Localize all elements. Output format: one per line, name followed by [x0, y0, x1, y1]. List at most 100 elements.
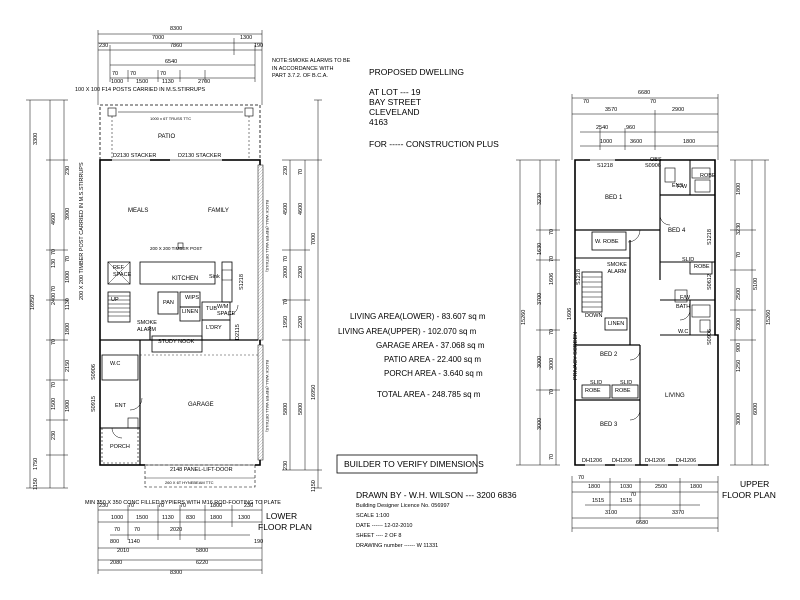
dim-upper-left-1: 1630 [537, 242, 543, 255]
upper-room-bed2: BED 2 [600, 352, 618, 358]
upper-opening-0: S1218 [597, 163, 613, 169]
dim-upper-right-4: 2500 [736, 287, 742, 300]
dim-lower-top-10: 1000 [111, 79, 124, 85]
dim-lower-left-13: 1150 [33, 478, 39, 490]
upper-left-dimensions [516, 159, 560, 466]
upper-room-bed4: BED 4 [668, 228, 686, 234]
dim-lower-right-3: 2000 [283, 265, 289, 278]
upper-opening-10: OBS [650, 157, 662, 163]
dim-lower-bottom-4: 1800 [210, 503, 223, 509]
lower-stair [107, 291, 131, 323]
dim-lower-top-13: 2700 [198, 79, 211, 85]
dim-lower-top-6: 6540 [165, 59, 178, 65]
area-porch: PORCH AREA - 3.640 sq m [384, 369, 483, 378]
dim-upper-right-10: 15260 [766, 309, 772, 325]
dim-lower-bottom-11: 1300 [238, 515, 251, 521]
sheet: SHEET ---- 2 OF 8 [356, 533, 402, 539]
opening-d2130-left: D2130 STACKER [113, 153, 157, 159]
dim-lower-right-15: 16950 [311, 384, 317, 400]
room-porch: PORCH [110, 444, 130, 450]
dim-lower-bottom-15: 800 [110, 539, 120, 545]
dim-upper-top-9: 1800 [683, 139, 696, 145]
dim-upper-left-10: 70 [549, 328, 555, 335]
upper-room-linen: LINEN [608, 321, 625, 327]
sink-label: Sink [209, 274, 220, 280]
dim-lower-left-14: 16950 [30, 294, 36, 310]
area-living-upper: LIVING AREA(UPPER) - 102.070 sq m [338, 327, 477, 336]
lower-plan-title-1: LOWER [266, 511, 298, 521]
upper-room-robe-1: ROBE [585, 388, 601, 394]
upper-privacy-screen: PRIVACY SCREEN [573, 331, 579, 380]
dim-lower-right-4: 2300 [298, 265, 304, 278]
dim-lower-left-18: 70 [51, 338, 57, 345]
upper-room-ens: ENS [672, 183, 684, 189]
upper-opening-1: S0906 [645, 163, 661, 169]
dim-lower-bottom-14: 70 [134, 527, 141, 533]
svg-text:BLOCK WALL (REFER WALL DETAILS: BLOCK WALL (REFER WALL DETAILS) [265, 200, 270, 272]
drawing-number: DRAWING number ------ W 11331 [356, 543, 439, 549]
posts-note: 100 X 100 F14 POSTS CARRIED IN M.S.STIRR… [75, 87, 206, 93]
dim-upper-bottom-5: 70 [630, 492, 637, 498]
timber-post-label: 200 X 200 TIMBER POST [150, 246, 203, 251]
dim-lower-top-4: 7860 [170, 43, 183, 49]
dim-lower-left-4: 70 [65, 255, 71, 262]
lower-floor-plan: BLOCK WALL (REFER WALL DETAILS) BLOCK WA… [26, 30, 322, 574]
opening-d2115: D2115 [235, 324, 241, 340]
dim-lower-bottom-17: 2010 [117, 548, 130, 554]
dim-upper-top-1: 70 [583, 99, 590, 105]
dim-upper-left-2: 3700 [537, 292, 543, 305]
dim-lower-left-12: 1750 [33, 457, 39, 470]
dim-lower-bottom-8: 1130 [162, 515, 174, 521]
dim-lower-right-7: 5800 [283, 402, 289, 415]
dim-lower-bottom-0: 230 [99, 503, 109, 509]
dim-lower-right-11: 70 [283, 255, 289, 262]
upper-plan-title-1: UPPER [740, 479, 770, 489]
dim-upper-bottom-10: 6680 [636, 520, 649, 526]
dim-upper-left-6: 3000 [537, 417, 543, 430]
upper-right-dimensions [730, 159, 769, 466]
room-smoke-alarm: SMOKE ALARM [137, 320, 157, 333]
upper-opening-5: S0906 [707, 329, 713, 345]
lower-right-dimensions [282, 99, 322, 489]
lower-top-dimensions [97, 30, 263, 105]
dim-upper-bottom-8: 3100 [605, 510, 618, 516]
upper-slid-1: SLID [682, 257, 695, 263]
upper-room-robe-3: ROBE [694, 264, 710, 270]
dim-lower-top-2: 1300 [240, 35, 253, 41]
dim-lower-right-9: 230 [283, 165, 289, 175]
dim-lower-bottom-1: 70 [128, 503, 135, 509]
hynebeam-label: 260 X 6T HYNEBEAM TTC [165, 480, 214, 485]
dim-lower-right-0: 4500 [283, 202, 289, 215]
dim-upper-left-8: 70 [549, 228, 555, 235]
upper-opening-7: DH1206 [612, 458, 633, 464]
dim-lower-bottom-9: 830 [186, 515, 196, 521]
dim-lower-bottom-3: 70 [180, 503, 187, 509]
stair-up-label: UP [111, 297, 119, 303]
dim-upper-left-0: 3230 [537, 192, 543, 205]
dim-upper-left-5: 3000 [537, 355, 543, 368]
dim-upper-left-7: 3000 [549, 357, 555, 370]
scale: SCALE 1:100 [356, 513, 390, 519]
dim-upper-bottom-9: 3370 [672, 510, 685, 516]
dim-upper-top-3: 70 [650, 99, 657, 105]
dim-upper-bottom-0: 70 [578, 475, 585, 481]
upper-room-robe-2: ROBE [615, 388, 631, 394]
dim-lower-top-12: 1130 [162, 79, 174, 85]
dim-lower-right-2: 7000 [311, 232, 317, 245]
dim-lower-bottom-20: 2080 [110, 560, 123, 566]
dim-upper-bottom-6: 1515 [592, 498, 605, 504]
verify-note: BUILDER TO VERIFY DIMENSIONS [344, 459, 484, 469]
upper-stair [581, 271, 603, 313]
dim-lower-left-9: 2150 [65, 359, 71, 372]
room-wc: W.C [110, 361, 121, 367]
dim-lower-bottom-10: 1800 [210, 515, 223, 521]
dim-lower-right-14: 1150 [311, 480, 317, 492]
dim-upper-top-2: 3570 [605, 107, 618, 113]
upper-fw-2: F/W [680, 295, 691, 301]
svg-text:BLOCK WALL (REFER WALL DETAILS: BLOCK WALL (REFER WALL DETAILS) [265, 360, 270, 432]
dim-lower-right-13: 230 [283, 460, 289, 470]
upper-bottom-dimensions [571, 476, 719, 532]
piers-note: MIN 350 X 350 CONC FILLED BYPIERS WITH M… [85, 500, 281, 506]
upper-room-bath: BATH [676, 304, 691, 310]
dim-lower-left-2: 3900 [65, 207, 71, 220]
